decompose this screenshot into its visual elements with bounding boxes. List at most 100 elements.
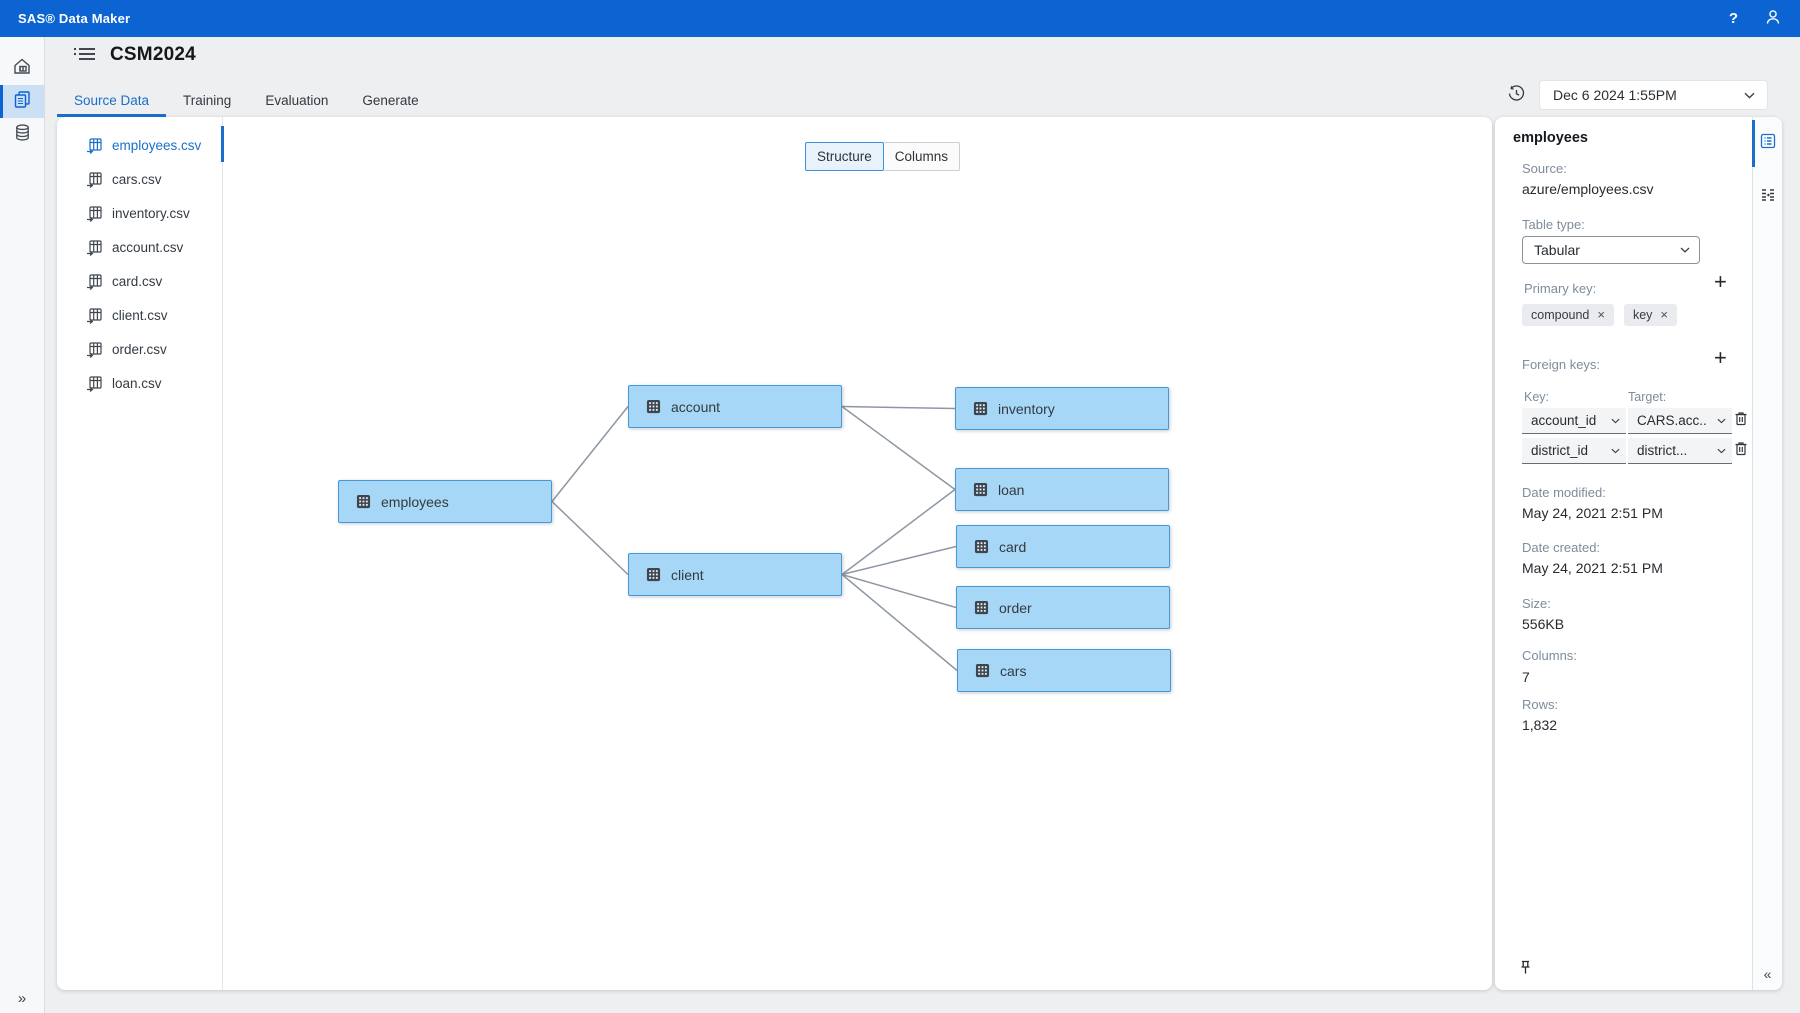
page-header: CSM2024 — [73, 44, 196, 66]
chip-label: key — [1633, 308, 1652, 322]
delete-foreign-key-button-2[interactable] — [1734, 441, 1748, 459]
diagram-node-card[interactable]: card — [956, 525, 1170, 568]
relationship-edges — [223, 117, 1492, 990]
diagram-node-inventory[interactable]: inventory — [955, 387, 1169, 430]
table-type-dropdown[interactable]: Tabular — [1522, 236, 1700, 264]
file-name: card.csv — [112, 274, 162, 289]
date-created-value: May 24, 2021 2:51 PM — [1522, 560, 1663, 576]
table-import-icon — [86, 137, 103, 154]
properties-tool-button[interactable] — [1753, 133, 1782, 152]
fk-key-value: account_id — [1531, 413, 1596, 428]
page-title: CSM2024 — [110, 44, 196, 66]
tab-generate[interactable]: Generate — [345, 84, 435, 117]
foreign-keys-label: Foreign keys: — [1522, 357, 1600, 372]
chip-label: compound — [1531, 308, 1589, 322]
home-icon — [12, 56, 32, 81]
primary-key-chip: key × — [1624, 304, 1677, 326]
nav-data-button[interactable] — [0, 118, 44, 151]
fk-target-dropdown-2[interactable]: district... — [1628, 438, 1732, 464]
file-item-order[interactable]: order.csv — [57, 332, 222, 366]
table-type-label: Table type: — [1522, 217, 1585, 232]
snapshot-controls: Dec 6 2024 1:55PM — [1508, 80, 1768, 110]
diagram-node-employees[interactable]: employees — [338, 480, 552, 523]
properties-panel-icon — [1760, 133, 1776, 152]
source-value: azure/employees.csv — [1522, 181, 1654, 197]
project-menu-button[interactable] — [73, 45, 97, 66]
fk-target-value: district... — [1637, 443, 1687, 458]
table-import-icon — [86, 341, 103, 358]
nav-projects-button[interactable] — [0, 85, 44, 118]
primary-key-chips: compound × key × — [1522, 304, 1677, 326]
add-foreign-key-button[interactable]: + — [1714, 347, 1727, 369]
node-label: cars — [1000, 663, 1026, 679]
file-name: client.csv — [112, 308, 168, 323]
primary-key-label: Primary key: — [1524, 281, 1596, 296]
add-primary-key-button[interactable]: + — [1714, 271, 1727, 293]
app-brand: SAS® Data Maker — [18, 11, 130, 26]
file-item-loan[interactable]: loan.csv — [57, 366, 222, 400]
projects-copies-icon — [12, 89, 32, 114]
table-icon — [974, 600, 989, 615]
fk-target-dropdown-1[interactable]: CARS.acc.. — [1628, 408, 1732, 434]
size-value: 556KB — [1522, 616, 1564, 632]
date-created-label: Date created: — [1522, 540, 1600, 555]
mapping-tool-button[interactable] — [1753, 187, 1782, 206]
expand-rail-button[interactable]: » — [0, 990, 44, 1007]
source-file-list: employees.csv cars.csv i — [57, 117, 223, 990]
table-icon — [973, 482, 988, 497]
file-name: order.csv — [112, 342, 167, 357]
file-item-account[interactable]: account.csv — [57, 230, 222, 264]
snapshot-value: Dec 6 2024 1:55PM — [1553, 87, 1677, 103]
remove-chip-icon[interactable]: × — [1660, 309, 1668, 321]
chevron-down-icon — [1717, 418, 1726, 424]
fk-key-dropdown-1[interactable]: account_id — [1522, 408, 1626, 434]
details-card: employees Source: azure/employees.csv Ta… — [1495, 117, 1782, 990]
diagram-node-account[interactable]: account — [628, 385, 842, 428]
nav-home-button[interactable] — [0, 52, 44, 85]
list-menu-icon — [73, 45, 97, 66]
account-button[interactable] — [1764, 8, 1782, 29]
tab-source-data[interactable]: Source Data — [57, 84, 166, 117]
snapshot-dropdown[interactable]: Dec 6 2024 1:55PM — [1539, 80, 1768, 110]
history-button[interactable] — [1508, 85, 1525, 105]
pin-panel-button[interactable] — [1520, 960, 1531, 978]
top-app-bar: SAS® Data Maker ? — [0, 0, 1800, 37]
node-label: card — [999, 539, 1026, 555]
node-label: account — [671, 399, 720, 415]
tab-evaluation[interactable]: Evaluation — [248, 84, 345, 117]
file-name: inventory.csv — [112, 206, 190, 221]
trash-icon — [1734, 411, 1748, 429]
fk-key-header: Key: — [1524, 390, 1549, 404]
file-name: cars.csv — [112, 172, 162, 187]
collapse-panel-button[interactable]: « — [1753, 966, 1782, 982]
toggle-structure-button[interactable]: Structure — [805, 142, 884, 171]
remove-chip-icon[interactable]: × — [1597, 309, 1605, 321]
file-item-client[interactable]: client.csv — [57, 298, 222, 332]
diagram-node-loan[interactable]: loan — [955, 468, 1169, 511]
table-import-icon — [86, 239, 103, 256]
table-import-icon — [86, 375, 103, 392]
file-item-employees[interactable]: employees.csv — [57, 128, 222, 162]
file-item-inventory[interactable]: inventory.csv — [57, 196, 222, 230]
file-item-card[interactable]: card.csv — [57, 264, 222, 298]
diagram-node-cars[interactable]: cars — [957, 649, 1171, 692]
table-icon — [646, 567, 661, 582]
node-label: employees — [381, 494, 449, 510]
file-name: loan.csv — [112, 376, 162, 391]
structure-canvas: Structure Columns e — [223, 117, 1492, 990]
diagram-node-order[interactable]: order — [956, 586, 1170, 629]
history-clock-icon — [1508, 85, 1525, 105]
delete-foreign-key-button-1[interactable] — [1734, 411, 1748, 429]
diagram-node-client[interactable]: client — [628, 553, 842, 596]
rows-label: Rows: — [1522, 697, 1558, 712]
fk-target-value: CARS.acc.. — [1637, 413, 1707, 428]
file-item-cars[interactable]: cars.csv — [57, 162, 222, 196]
tab-training[interactable]: Training — [166, 84, 248, 117]
table-icon — [974, 539, 989, 554]
primary-key-chip: compound × — [1522, 304, 1614, 326]
chevron-down-icon — [1744, 92, 1755, 99]
fk-key-dropdown-2[interactable]: district_id — [1522, 438, 1626, 464]
help-button[interactable]: ? — [1729, 10, 1738, 27]
chevron-down-icon — [1680, 247, 1690, 253]
